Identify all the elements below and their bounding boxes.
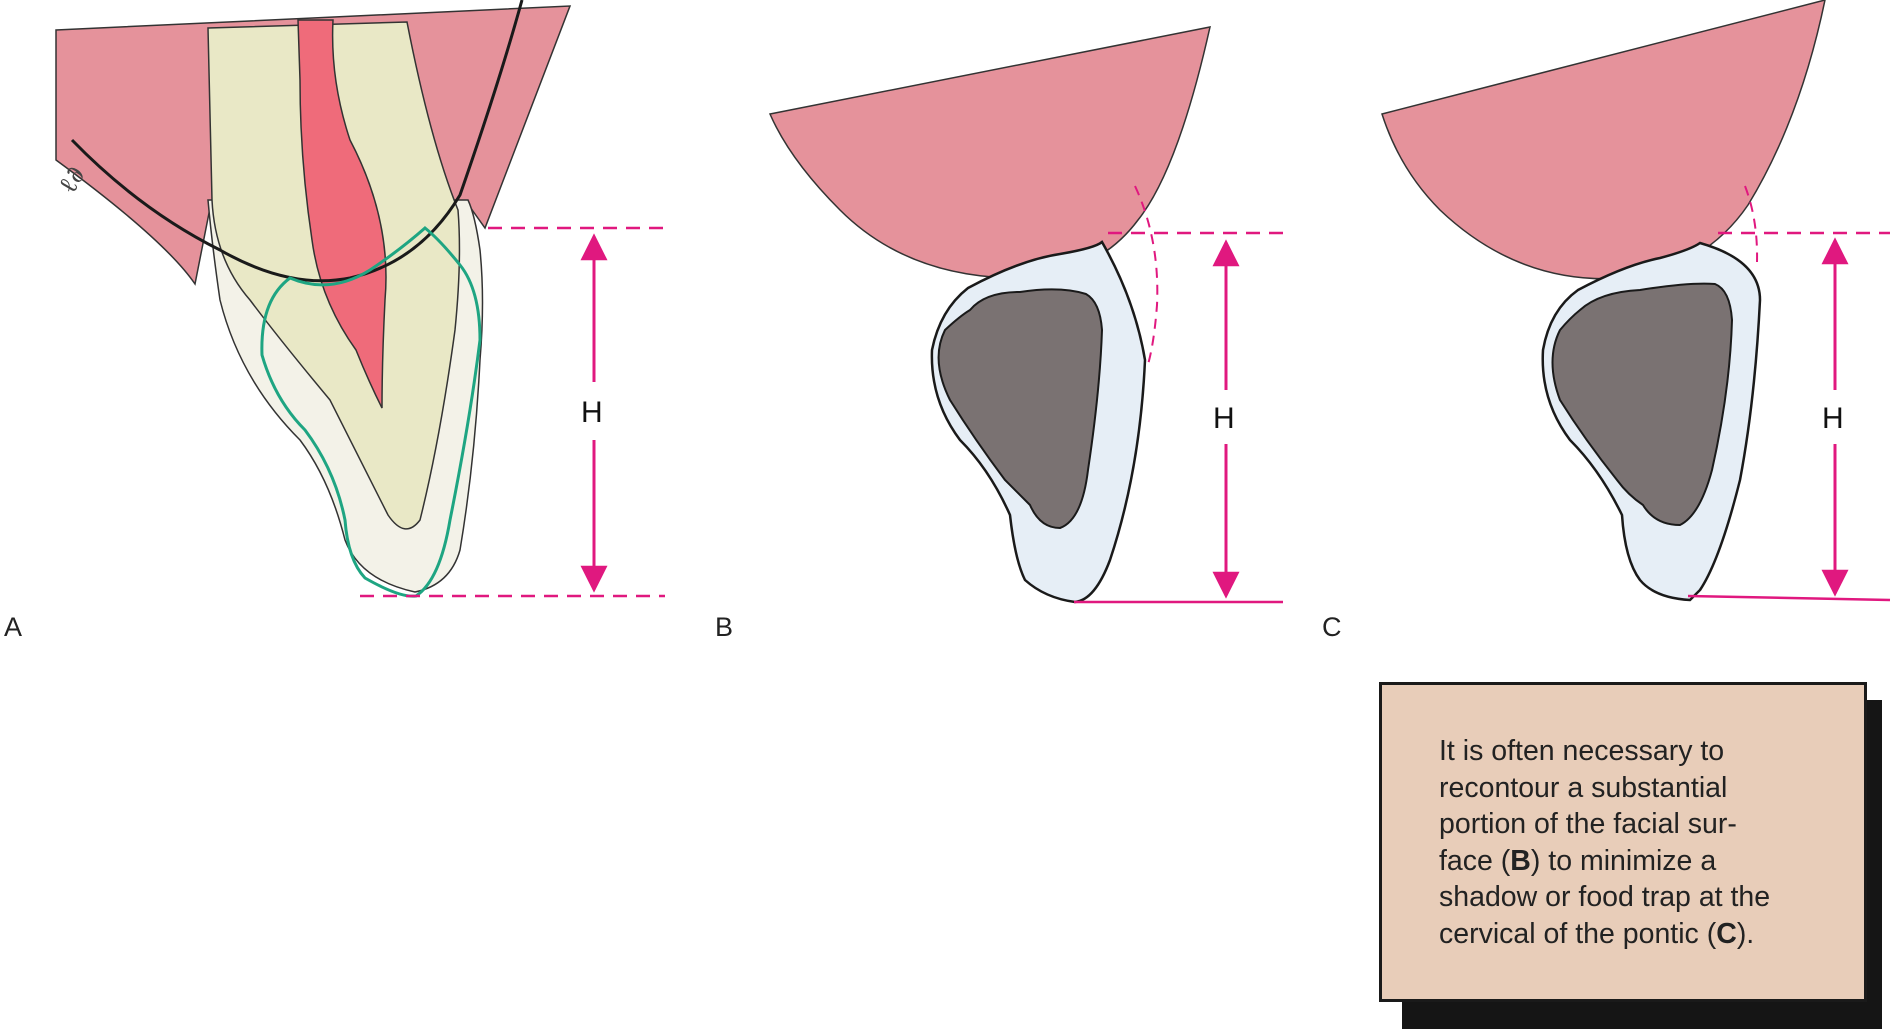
dimension-line-bottom-c [1687,594,1891,602]
panel-label-a: A [4,612,22,642]
callout-text-fragment: ) to minimize a [1530,844,1717,877]
panel-b: H B [715,26,1283,642]
gingiva-c [1381,0,1826,280]
panel-a: ℓ∂ H A [4,0,665,642]
recontour-outline [260,226,482,598]
dimension-label-b: H [1213,402,1235,435]
callout-text-fragment: face ( [1439,844,1511,877]
pontic-core-b [937,288,1104,530]
pontic-core-c [1551,282,1734,527]
callout-box: It is often necessary to recontour a sub… [1379,682,1867,1002]
callout-line: It is often necessary to [1439,735,1725,767]
gingival-margin-line [70,0,524,283]
callout-text: It is often necessary to recontour a sub… [1439,733,1859,952]
panel-label-c: C [1322,612,1342,642]
callout-line: cervical of the pontic (C). [1439,916,1859,953]
dimension-label-a: H [581,396,603,429]
callout-ref-c: C [1716,917,1737,950]
pulp-a [297,19,387,409]
callout-line: face (B) to minimize a [1439,843,1859,880]
callout-text-fragment: cervical of the pontic ( [1439,917,1717,950]
panel-c: H C [1322,0,1891,642]
callout-line: shadow or food trap at the [1439,881,1771,913]
callout-text-fragment: ). [1736,917,1755,950]
gingiva-b [768,26,1211,279]
callout-ref-b: B [1510,844,1531,877]
callout-line: portion of the facial sur- [1439,808,1737,840]
panel-label-b: B [715,612,733,642]
callout-line: recontour a substantial [1439,771,1728,804]
dimension-label-c: H [1822,402,1844,435]
original-contour-c [1744,185,1759,263]
